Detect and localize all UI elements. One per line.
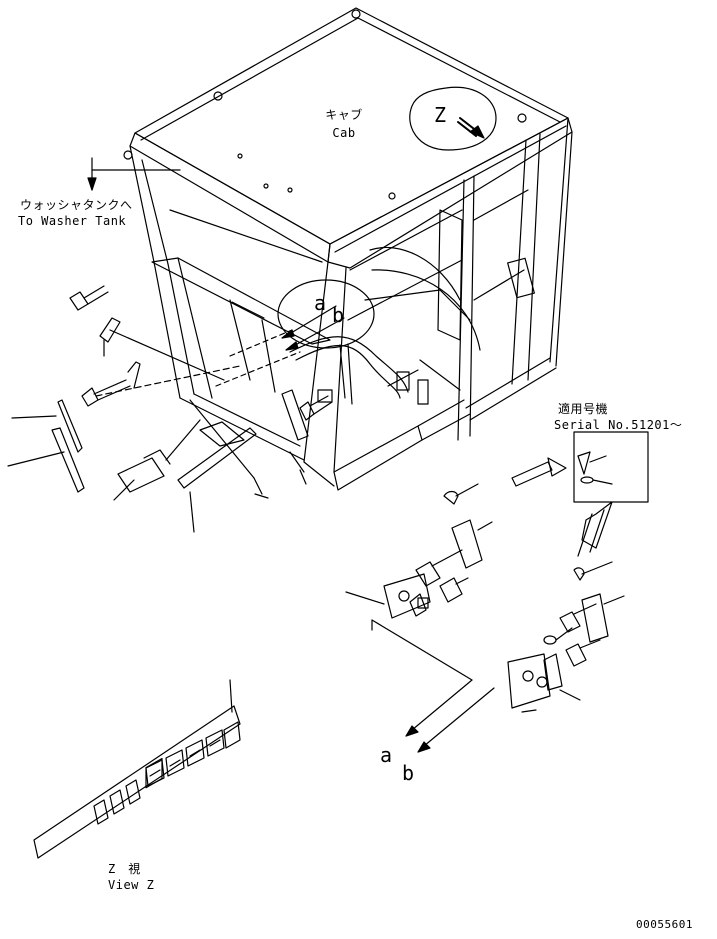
marker-b-cab: b: [332, 303, 345, 327]
cab-label-en: Cab: [332, 126, 356, 140]
latch-assembly-lower: [508, 562, 624, 712]
view-z-label-en: View Z: [108, 878, 155, 892]
left-side-parts: [8, 286, 332, 532]
view-z-letter: Z: [434, 103, 447, 127]
cab-body: [130, 118, 572, 490]
marker-a-bottom: a: [380, 743, 393, 767]
marker-a-cab: a: [314, 291, 327, 315]
cab-roof: [124, 8, 572, 268]
serial-label-jp: 適用号機: [558, 402, 609, 416]
view-z-label-jp: Z 視: [108, 862, 141, 876]
ab-leader-arrows: [406, 680, 494, 752]
serial-number-box: [512, 432, 648, 556]
cab-label-jp: キャブ: [325, 108, 363, 122]
view-z-decal: [34, 680, 240, 858]
serial-label-en: Serial No.51201〜: [554, 418, 683, 432]
washer-tank-label-en: To Washer Tank: [18, 214, 127, 228]
view-z-callout: [410, 87, 496, 150]
drawing-number: 00055601: [636, 918, 693, 931]
washer-tank-arrow: [88, 158, 180, 190]
latch-assembly-upper: [346, 484, 492, 680]
marker-b-bottom: b: [402, 761, 415, 785]
washer-tank-label-jp: ウォッシャタンクへ: [20, 198, 133, 212]
callout-circle-ab: [278, 280, 374, 350]
